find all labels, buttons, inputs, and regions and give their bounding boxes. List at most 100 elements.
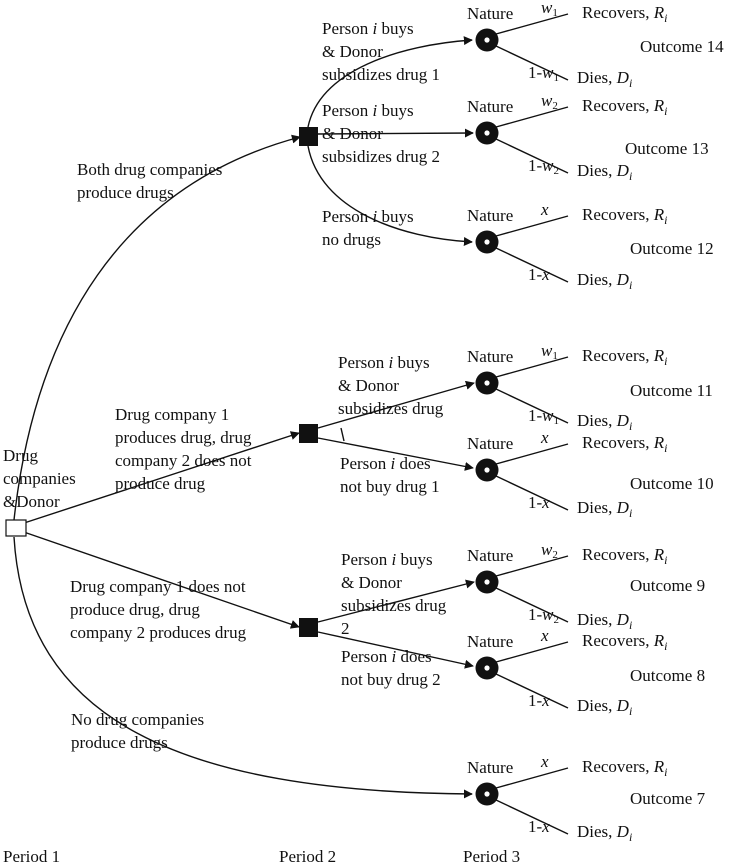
probability-label: x [540,428,549,447]
decision-node-2 [299,424,318,443]
person-move-label: Person i buys & Donor subsidizes drug [338,353,444,418]
nature-node-center [484,130,490,136]
recovers-label: Recovers, Ri [582,346,668,368]
person-move-label: Person i buys & Donor subsidizes drug 2 [322,101,440,166]
complement-probability-label: 1-x [528,265,550,284]
dies-label: Dies, Di [577,610,632,632]
probability-label: w1 [541,341,558,362]
edge-buy-drug-2-subsidized [316,128,474,138]
branch-dies [495,799,569,835]
edge-not-buy-drug-2 [317,631,474,669]
branch-recovers [495,356,569,378]
dies-label: Dies, Di [577,822,632,844]
edge-buy-drug-subsidized-c1 [317,380,475,429]
recovers-label: Recovers, Ri [582,205,668,227]
outcome-label: Outcome 9 [630,576,705,595]
dies-label: Dies, Di [577,161,632,183]
nature-node-center [484,579,490,585]
period-label-3: Period 3 [463,847,520,866]
nature-label: Nature [467,97,513,116]
branch-dies [495,475,569,511]
person-move-label: Person i buys & Donor subsidizes drug 2 [341,550,451,638]
branch-recovers [495,106,569,128]
person-move-label: Person i buys no drugs [322,207,418,249]
recovers-label: Recovers, Ri [582,433,668,455]
outcome-label: Outcome 11 [630,381,713,400]
edge-buy-drug-1-subsidized [307,36,473,128]
complement-probability-label: 1-x [528,493,550,512]
branch-recovers [495,13,569,35]
probability-label: x [540,752,549,771]
outcome-label: Outcome 13 [625,139,709,158]
branch-dies [495,673,569,709]
recovers-label: Recovers, Ri [582,631,668,653]
branch-recovers [495,443,569,465]
branch-recovers [495,767,569,789]
nature-label: Nature [467,4,513,23]
branch-dies [495,138,569,174]
outcome-label: Outcome 10 [630,474,714,493]
dies-label: Dies, Di [577,270,632,292]
decision-node-1 [299,127,318,146]
nature-node-center [484,380,490,386]
person-move-label: Person i buys & Donor subsidizes drug 1 [322,19,440,84]
edge-root-company1-produces [17,431,300,526]
move-label-both-produce: Both drug companies produce drugs [77,160,227,202]
dies-label: Dies, Di [577,696,632,718]
dies-label: Dies, Di [577,68,632,90]
branch-recovers [495,555,569,577]
edge-not-buy-drug-1 [317,437,474,471]
edge-root-company2-produces [17,529,300,629]
edge-root-no-companies [13,536,473,799]
nature-node-center [484,467,490,473]
person-move-label: Person i does not buy drug 1 [340,454,440,496]
branch-recovers [495,641,569,663]
nature-label: Nature [467,632,513,651]
move-label-no-companies: No drug companies produce drugs [71,710,208,752]
recovers-label: Recovers, Ri [582,3,668,25]
probability-label: w2 [541,91,558,112]
nature-label: Nature [467,434,513,453]
nature-label: Nature [467,758,513,777]
root-node [5,519,27,537]
complement-probability-label: 1-w2 [528,156,559,177]
root-label: Drug companies &Donor [3,446,80,511]
dies-label: Dies, Di [577,411,632,433]
decision-node-3 [299,618,318,637]
move-label-company1-produces: Drug company 1 produces drug, drug compa… [115,405,256,493]
probability-label: w1 [541,0,558,19]
nature-node-center [484,665,490,671]
nature-label: Nature [467,206,513,225]
move-label-company2-produces: Drug company 1 does not produce drug, dr… [70,577,250,642]
branch-dies [495,388,569,424]
outcome-label: Outcome 14 [640,37,724,56]
outcome-label: Outcome 7 [630,789,706,808]
period-label-2: Period 2 [279,847,336,866]
nature-node-center [484,239,490,245]
outcome-label: Outcome 12 [630,239,714,258]
nature-label: Nature [467,347,513,366]
complement-probability-label: 1-w2 [528,605,559,626]
recovers-label: Recovers, Ri [582,757,668,779]
probability-label: w2 [541,540,558,561]
branch-recovers [495,215,569,237]
recovers-label: Recovers, Ri [582,96,668,118]
probability-label: x [540,626,549,645]
nature-node-center [484,791,490,797]
branch-dies [495,247,569,283]
edge-buy-no-drugs [307,145,473,247]
probability-label: x [540,200,549,219]
complement-probability-label: 1-x [528,691,550,710]
period-label-1: Period 1 [3,847,60,866]
person-move-label: Person i does not buy drug 2 [341,647,441,689]
branch-dies [495,45,569,81]
recovers-label: Recovers, Ri [582,545,668,567]
outcome-label: Outcome 8 [630,666,705,685]
complement-probability-label: 1-w1 [528,63,559,84]
branch-dies [495,587,569,623]
dies-label: Dies, Di [577,498,632,520]
complement-probability-label: 1-w1 [528,406,559,427]
edge-buy-drug-subsidized-c2 [317,579,475,623]
nature-node-center [484,37,490,43]
